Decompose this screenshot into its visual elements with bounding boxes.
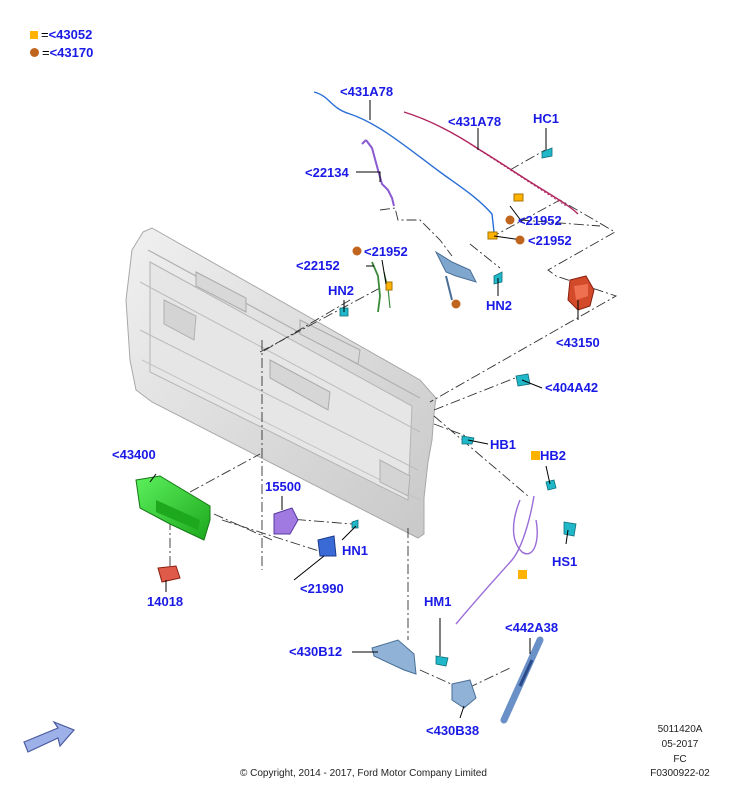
module-15500 <box>273 507 299 535</box>
label-431A78-a[interactable]: <431A78 <box>340 84 394 99</box>
legend-square-code: <43052 <box>48 27 93 42</box>
label-HB1[interactable]: HB1 <box>490 437 517 452</box>
leader-lines <box>169 149 618 689</box>
label-21990[interactable]: <21990 <box>300 581 344 596</box>
label-HN2-a[interactable]: HN2 <box>328 283 355 298</box>
diagram-code: 5011420A <box>657 724 703 735</box>
rod-22134 <box>361 139 395 207</box>
label-430B12[interactable]: <430B12 <box>289 644 343 659</box>
label-21952-a[interactable]: <21952 <box>518 213 562 228</box>
label-43400[interactable]: <43400 <box>112 447 156 462</box>
label-442A38[interactable]: <442A38 <box>505 620 559 635</box>
handle-43400 <box>135 475 211 541</box>
label-HM1[interactable]: HM1 <box>424 594 452 609</box>
legend-square-entry: =<43052 <box>30 28 92 42</box>
legend-equals: = <box>41 27 49 42</box>
circle-marker-icon <box>30 48 39 57</box>
diagram-date: 05-2017 <box>661 739 699 750</box>
diagram-ref: F0300922-02 <box>650 768 710 779</box>
switch-21990 <box>317 535 337 557</box>
hinge-430B12 <box>371 639 417 675</box>
legend-circle-code: <43170 <box>49 45 94 60</box>
label-HN1[interactable]: HN1 <box>342 543 369 558</box>
clips-yellow <box>385 193 524 291</box>
label-HC1[interactable]: HC1 <box>533 111 560 126</box>
label-HN2-b[interactable]: HN2 <box>486 298 513 313</box>
label-43150[interactable]: <43150 <box>556 335 600 350</box>
center-bracket <box>434 250 477 301</box>
diagram-fc: FC <box>673 754 687 765</box>
label-22152[interactable]: <22152 <box>296 258 340 273</box>
nav-arrow-icon[interactable] <box>23 720 76 753</box>
cable-blue <box>313 91 495 233</box>
label-431A78-b[interactable]: <431A78 <box>448 114 502 129</box>
strut-442A38 <box>500 636 544 724</box>
label-21952-b[interactable]: <21952 <box>528 233 572 248</box>
label-15500[interactable]: 15500 <box>265 479 302 494</box>
copyright-text: © Copyright, 2014 - 2017, Ford Motor Com… <box>240 768 487 779</box>
latch-43150 <box>567 275 595 311</box>
label-HB2[interactable]: HB2 <box>540 448 567 463</box>
release-cable <box>455 495 538 625</box>
tailgate-panel <box>125 227 437 539</box>
label-21952-c[interactable]: <21952 <box>364 244 408 259</box>
label-22134[interactable]: <22134 <box>305 165 349 180</box>
label-14018[interactable]: 14018 <box>147 594 184 609</box>
markers <box>352 215 540 579</box>
label-HS1[interactable]: HS1 <box>552 554 578 569</box>
label-430B38[interactable]: <430B38 <box>426 723 480 738</box>
label-404A42[interactable]: <404A42 <box>545 380 599 395</box>
legend-equals: = <box>42 45 50 60</box>
legend-circle-entry: =<43170 <box>30 46 93 60</box>
connector-14018 <box>157 565 181 583</box>
hinge-430B38 <box>451 679 477 709</box>
square-marker-icon <box>30 31 38 39</box>
cable-red <box>403 111 579 215</box>
